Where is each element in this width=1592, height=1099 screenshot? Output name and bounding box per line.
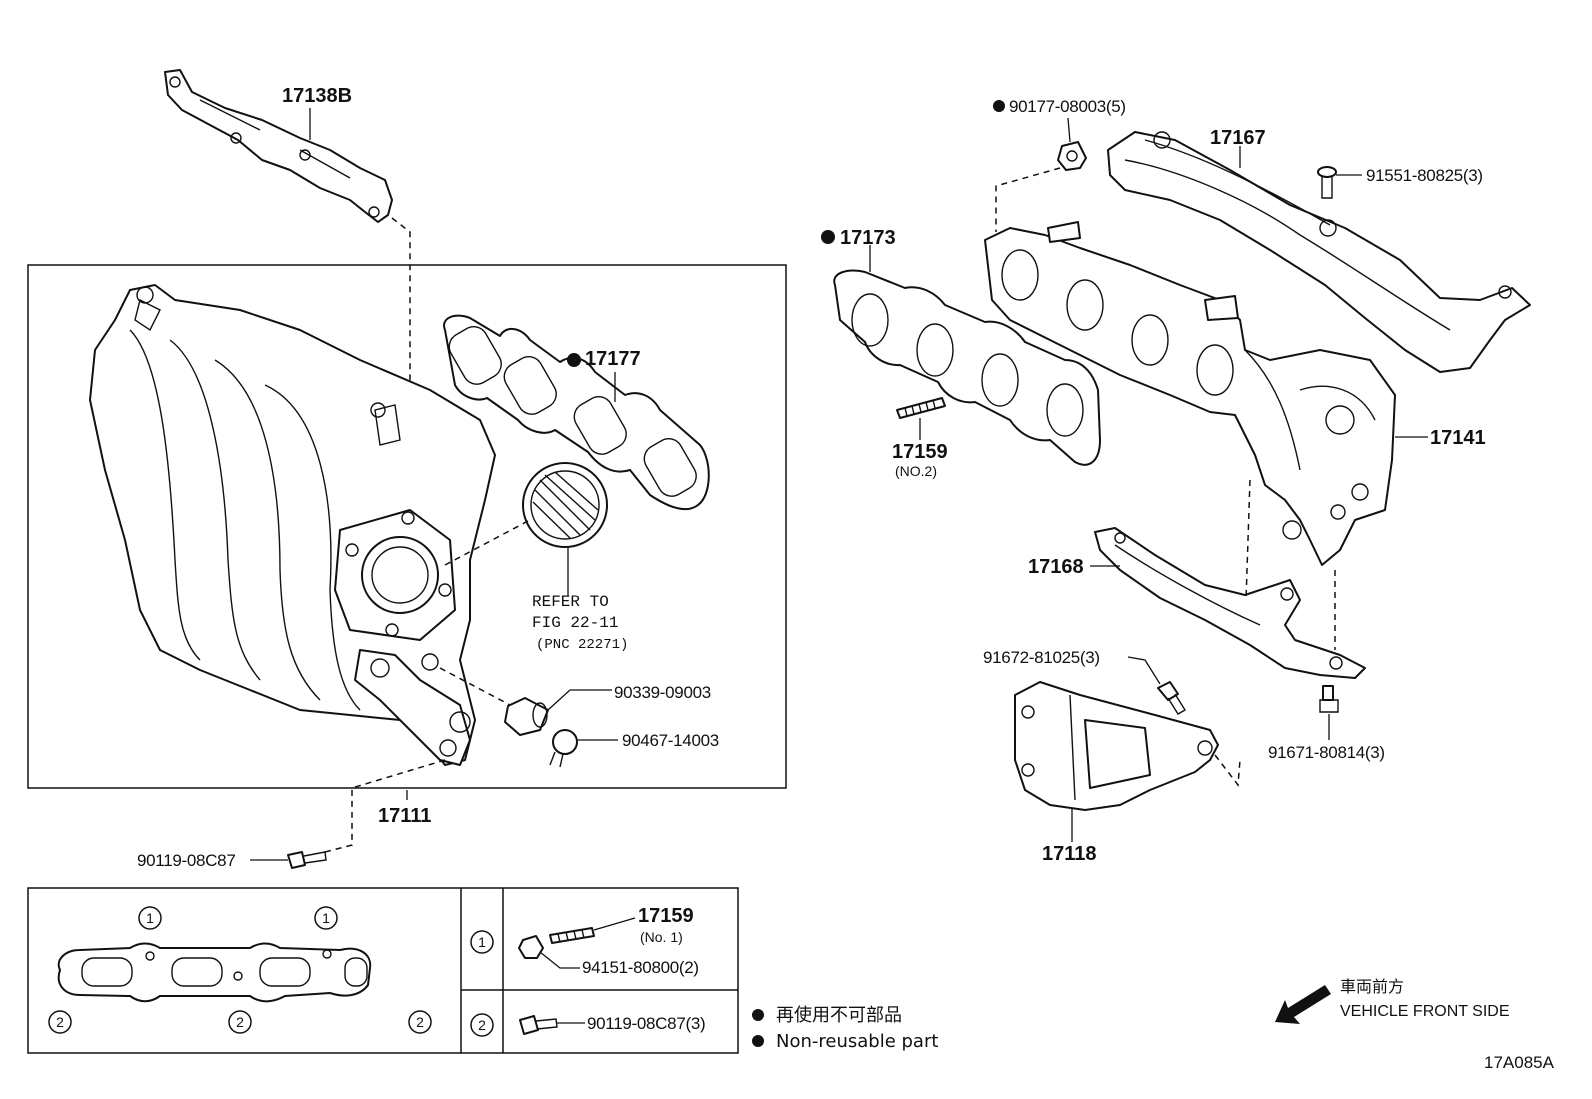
bolt-91551-80825	[1317, 166, 1337, 199]
bolt-91672-81025	[1157, 681, 1186, 715]
legend-bullet	[752, 1009, 764, 1021]
inset-markers: 1 1 2 2 2 1 2	[48, 906, 494, 1037]
label-90119-08c87: 90119-08C87	[137, 851, 235, 870]
svg-text:2: 2	[416, 1014, 424, 1030]
legend-en: Non-reusable part	[776, 1031, 938, 1052]
bracket-17138b	[164, 69, 393, 223]
inset-label-90119-08c87: 90119-08C87(3)	[587, 1014, 705, 1033]
intake-manifold-group-box	[27, 264, 787, 789]
exhaust-manifold-17141	[984, 221, 1396, 566]
gasket-17177	[443, 314, 710, 511]
bolt-90119-08c87	[287, 851, 327, 869]
svg-text:2: 2	[478, 1017, 486, 1033]
label-17138b: 17138B	[282, 85, 352, 107]
refer-line-1: REFER TO	[532, 593, 609, 611]
gasket-17173	[833, 269, 1101, 466]
label-17111: 17111	[378, 805, 431, 827]
stud-17159-no2	[896, 397, 946, 419]
svg-text:1: 1	[478, 934, 486, 950]
cap-90339	[504, 697, 549, 736]
inset-label-no1: (No. 1)	[640, 929, 683, 945]
non-reusable-bullet	[567, 353, 581, 367]
inset-label-94151-80800: 94151-80800(2)	[582, 958, 699, 977]
label-17167: 17167	[1210, 127, 1266, 149]
non-reusable-bullet	[993, 100, 1005, 112]
label-17118: 17118	[1042, 843, 1097, 865]
svg-text:2: 2	[236, 1014, 244, 1030]
bolt-91671-80814	[1319, 685, 1339, 713]
heat-insulator-17167	[1107, 131, 1531, 373]
heat-insulator-17168	[1094, 527, 1366, 679]
label-91551-80825: 91551-80825(3)	[1366, 166, 1483, 185]
label-90467-14003: 90467-14003	[622, 731, 719, 750]
label-17159-no2: (NO.2)	[895, 463, 937, 479]
svg-text:1: 1	[146, 910, 154, 926]
inset-label-17159: 17159	[638, 905, 694, 927]
label-17168: 17168	[1028, 556, 1084, 578]
legend-jp: 再使用不可部品	[776, 1005, 902, 1026]
label-90177-08003: 90177-08003(5)	[1009, 97, 1126, 116]
label-17177: 17177	[585, 348, 641, 370]
intake-manifold-17111	[89, 284, 496, 766]
throttle-gasket	[522, 462, 608, 548]
nut-94151-80800	[518, 935, 544, 959]
label-17159: 17159	[892, 441, 948, 463]
non-reusable-bullet	[821, 230, 835, 244]
label-91671-80814: 91671-80814(3)	[1268, 743, 1385, 762]
nut-90177-08003	[1057, 141, 1087, 171]
bolt-90119-08c87-inset	[519, 1015, 558, 1035]
clamp-90467	[549, 729, 578, 768]
bracket-17118	[1014, 681, 1219, 811]
vehicle-front-arrow-icon	[1275, 985, 1331, 1024]
figure-id: 17A085A	[1484, 1053, 1555, 1072]
front-en: VEHICLE FRONT SIDE	[1340, 1003, 1510, 1020]
label-17141: 17141	[1430, 427, 1486, 449]
svg-text:1: 1	[322, 910, 330, 926]
refer-line-2: FIG 22-11	[532, 614, 618, 632]
legend-bullet	[752, 1035, 764, 1047]
refer-line-3: (PNC 22271)	[536, 637, 628, 653]
inset-box	[27, 887, 739, 1054]
label-17173: 17173	[840, 227, 896, 249]
stud-17159-no1	[549, 927, 595, 944]
svg-text:2: 2	[56, 1014, 64, 1030]
front-jp: 車両前方	[1340, 978, 1404, 996]
label-91672-81025: 91672-81025(3)	[983, 648, 1100, 667]
inset-gasket	[57, 942, 372, 1003]
label-90339-09003: 90339-09003	[614, 683, 711, 702]
